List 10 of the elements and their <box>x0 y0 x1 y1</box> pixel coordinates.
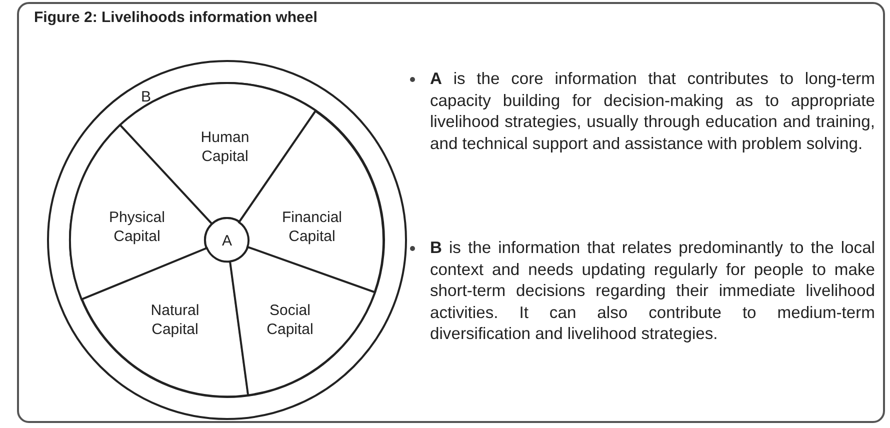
segment-label: Social Capital <box>266 300 314 339</box>
segment-label: Human Capital <box>200 128 250 166</box>
ring-label: B <box>141 88 151 106</box>
bullet-text: A is the core information that contributes to long-term capacity building for decision-making as to appropriate livelihood strategies, usually through education and training, and technical support and assistance with problem solving. <box>430 68 875 154</box>
segment-label: Physical Capital <box>109 208 165 246</box>
hub-label: A <box>222 232 232 250</box>
segment-label: Natural Capital <box>150 300 200 339</box>
figure-title: Figure 2: Livelihoods information wheel <box>34 9 318 26</box>
segment-label: Financial Capital <box>282 208 342 246</box>
bullet-text: B is the information that relates predominantly to the local context and needs updating regularly for people to make short-term decisions regarding their immediate livelihood activities. It can also contribute to medium-term diversification and livelihood strategies. <box>430 237 875 345</box>
